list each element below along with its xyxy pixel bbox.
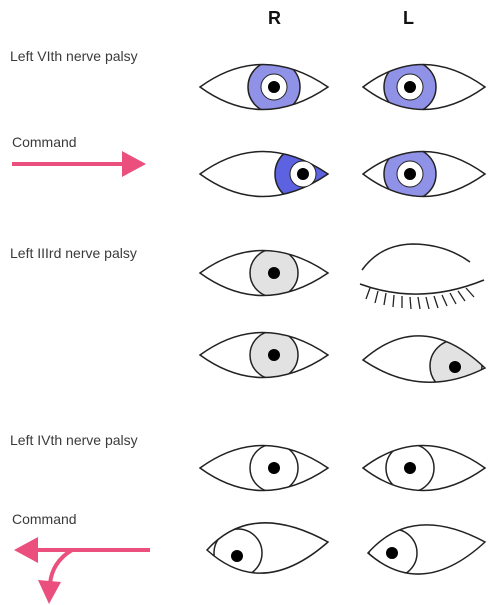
eye-icon-iii-right-primary xyxy=(200,249,328,297)
eye-icon-iv-left-down-in xyxy=(368,525,485,577)
eye-icon-vi-right-abducted xyxy=(200,146,331,202)
eye-icon-iv-right-primary xyxy=(200,444,328,492)
eye-icon-vi-left-unmoved xyxy=(363,148,485,200)
arrow-right-icon xyxy=(12,151,146,177)
eye-icon-iv-right-down-in xyxy=(207,523,328,577)
eye-icon-iii-right-second xyxy=(200,331,328,379)
closed-eye-icon xyxy=(360,244,484,309)
eye-icon-iv-left-primary xyxy=(363,444,485,492)
eye-icon-iii-left-down-out xyxy=(363,336,485,392)
eye-icon-vi-right-primary xyxy=(200,61,328,113)
eye-icon-vi-left-primary xyxy=(363,61,485,113)
arrow-left-down-icon xyxy=(14,537,150,604)
